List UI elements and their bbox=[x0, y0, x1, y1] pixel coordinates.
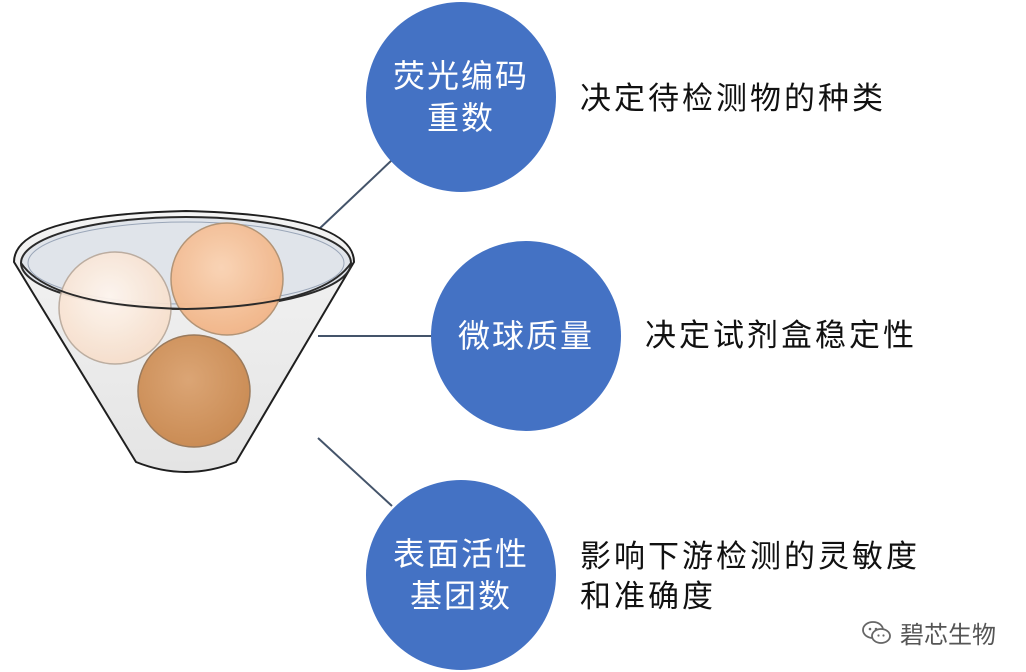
watermark: 碧芯生物 bbox=[862, 615, 996, 650]
wechat-icon bbox=[862, 620, 891, 644]
description-quality: 决定试剂盒稳定性 bbox=[645, 316, 917, 356]
description-line: 决定待检测物的种类 bbox=[580, 81, 886, 117]
bead-brown bbox=[137, 334, 251, 448]
connector-line-top bbox=[317, 159, 393, 231]
connector-line-bottom bbox=[317, 437, 393, 507]
node-surface-active-groups: 表面活性 基团数 bbox=[366, 480, 556, 670]
node-label-line1: 表面活性 bbox=[392, 535, 529, 573]
node-microsphere-quality: 微球质量 bbox=[431, 241, 621, 431]
description-encoding: 决定待检测物的种类 bbox=[580, 79, 886, 119]
description-line: 和准确度 bbox=[580, 579, 716, 615]
node-fluorescent-encoding: 荧光编码 重数 bbox=[366, 2, 556, 192]
node-label-line1: 荧光编码 bbox=[392, 57, 529, 95]
node-label-line2: 重数 bbox=[426, 99, 495, 137]
description-surface: 影响下游检测的灵敏度 和准确度 bbox=[580, 537, 920, 617]
description-line: 影响下游检测的灵敏度 bbox=[580, 539, 920, 575]
watermark-text: 碧芯生物 bbox=[900, 621, 996, 649]
description-line: 决定试剂盒稳定性 bbox=[645, 318, 917, 354]
bowl-rim-front bbox=[20, 262, 352, 311]
bead-peach bbox=[170, 222, 284, 336]
node-label-line1: 微球质量 bbox=[457, 317, 594, 355]
node-label-line2: 基团数 bbox=[409, 577, 512, 615]
